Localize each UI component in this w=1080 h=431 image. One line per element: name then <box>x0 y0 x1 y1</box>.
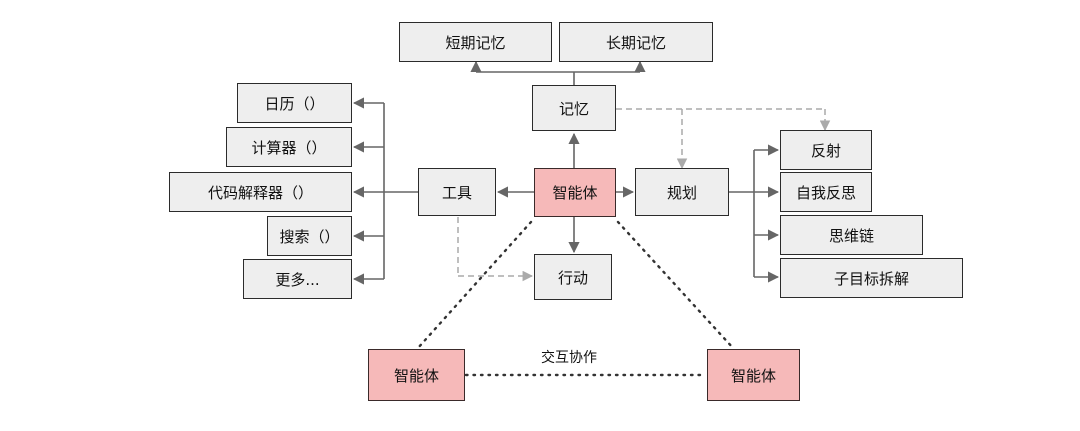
tool-item-calendar: 日历（） <box>237 83 352 123</box>
tools-node: 工具 <box>418 168 496 216</box>
agent-right-node: 智能体 <box>707 349 800 401</box>
agent-center-node: 智能体 <box>534 168 616 217</box>
memory-node: 记忆 <box>532 85 616 131</box>
planning-item-self-reflection: 自我反思 <box>780 172 872 212</box>
tool-item-code-interpreter: 代码解释器（） <box>169 172 352 212</box>
planning-item-subgoal-decomposition: 子目标拆解 <box>780 258 963 298</box>
long-term-memory-node: 长期记忆 <box>559 22 713 62</box>
planning-branch-lines <box>729 144 780 283</box>
tools-branch-lines <box>352 97 418 285</box>
planning-item-reflection: 反射 <box>780 130 872 170</box>
interaction-label: 交互协作 <box>541 350 597 366</box>
planning-node: 规划 <box>635 168 729 216</box>
memory-branch-lines <box>470 60 646 85</box>
tool-item-calculator: 计算器（） <box>226 127 352 167</box>
agent-arrows <box>496 132 635 254</box>
tool-item-search: 搜索（） <box>267 216 352 256</box>
memory-dashed-lines <box>616 108 831 170</box>
tools-action-dashed-line <box>457 217 534 282</box>
agent-left-node: 智能体 <box>368 349 465 401</box>
planning-item-chain-of-thought: 思维链 <box>780 215 923 255</box>
tool-item-more: 更多... <box>243 259 352 299</box>
collaboration-dotted-lines <box>416 220 735 377</box>
short-term-memory-node: 短期记忆 <box>399 22 552 62</box>
action-node: 行动 <box>534 254 612 300</box>
